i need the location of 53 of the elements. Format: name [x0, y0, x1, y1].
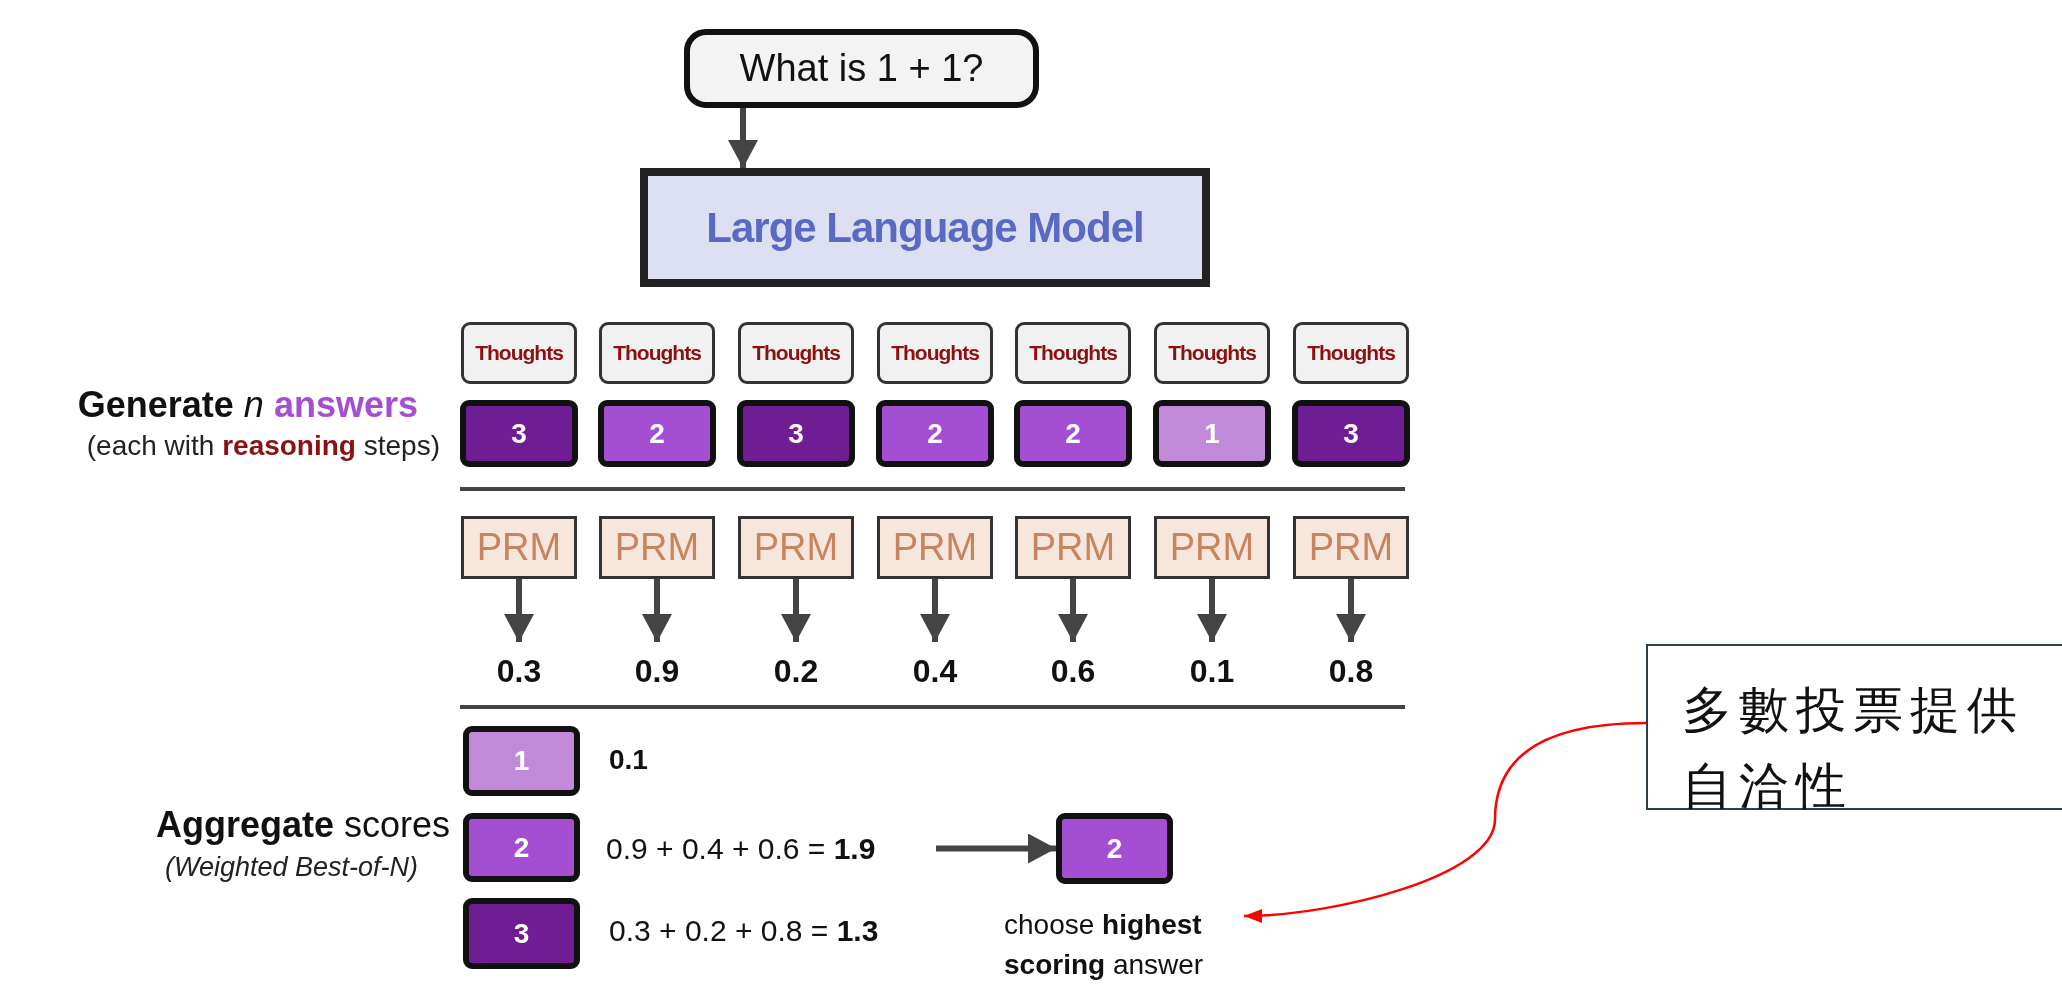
answer-box: 3	[460, 400, 578, 467]
section-heading: Generate n answers	[76, 384, 418, 426]
score-value: 0.2	[751, 642, 841, 700]
answer-box: 2	[1056, 813, 1173, 884]
answer-box: 2	[598, 400, 716, 467]
answer-box: 2	[463, 813, 580, 882]
thoughts-box: Thoughts	[1154, 322, 1270, 384]
arrow	[1197, 579, 1227, 642]
reward-model-box: PRM	[599, 516, 715, 579]
arrow	[642, 579, 672, 642]
question-bubble: What is 1 + 1?	[684, 29, 1039, 108]
arrow	[1336, 579, 1366, 642]
reward-model-box: PRM	[461, 516, 577, 579]
section-subtitle: (each with reasoning steps)	[85, 430, 440, 462]
result-caption: choose highest scoring answer	[1004, 902, 1244, 988]
model-box: Large Language Model	[640, 168, 1210, 287]
score-value: 0.8	[1306, 642, 1396, 700]
score-value: 0.4	[890, 642, 980, 700]
thoughts-box: Thoughts	[461, 322, 577, 384]
arrow	[1243, 721, 1647, 923]
thoughts-box: Thoughts	[877, 322, 993, 384]
reward-model-box: PRM	[738, 516, 854, 579]
arrow	[781, 579, 811, 642]
score-value: 0.6	[1028, 642, 1118, 700]
reward-model-box: PRM	[877, 516, 993, 579]
thoughts-box: Thoughts	[1293, 322, 1409, 384]
score-value: 0.3	[474, 642, 564, 700]
score-sum: 0.3 + 0.2 + 0.8 = 1.3	[609, 914, 880, 948]
arrow	[1058, 579, 1088, 642]
answer-box: 1	[463, 726, 580, 796]
answer-box: 1	[1153, 400, 1271, 467]
answer-box: 3	[463, 898, 580, 969]
section-heading: Aggregate scores	[154, 804, 450, 846]
score-sum: 0.9 + 0.4 + 0.6 = 1.9	[606, 826, 936, 872]
thoughts-box: Thoughts	[1015, 322, 1131, 384]
reward-model-box: PRM	[1293, 516, 1409, 579]
reward-model-box: PRM	[1015, 516, 1131, 579]
score-value: 0.9	[612, 642, 702, 700]
answer-box: 2	[1014, 400, 1132, 467]
arrow	[728, 108, 758, 168]
score-sum: 0.1	[609, 744, 649, 776]
thoughts-box: Thoughts	[599, 322, 715, 384]
section-subtitle: (Weighted Best-of-N)	[163, 852, 418, 883]
reward-model-box: PRM	[1154, 516, 1270, 579]
answer-box: 3	[737, 400, 855, 467]
arrow	[936, 833, 1056, 864]
score-value: 0.1	[1167, 642, 1257, 700]
callout-box: 多數投票提供自洽性	[1646, 644, 2062, 810]
answer-box: 2	[876, 400, 994, 467]
answer-box: 3	[1292, 400, 1410, 467]
arrow	[920, 579, 950, 642]
thoughts-box: Thoughts	[738, 322, 854, 384]
arrow	[504, 579, 534, 642]
